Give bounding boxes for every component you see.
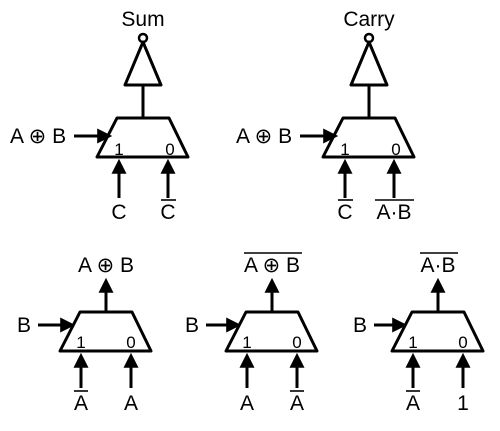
carry-in0-label: A·B (376, 201, 411, 224)
carry-buffer-triangle (349, 40, 389, 87)
xnor-mux-body (224, 310, 319, 353)
sum-mux-body (95, 116, 190, 159)
nand-output-label: A·B (420, 254, 455, 277)
sum-buffer-triangle (123, 40, 163, 87)
sum-pin-1-label: 1 (114, 140, 123, 159)
xor-pin-1-label: 1 (76, 333, 85, 352)
sum-in0-label: C (160, 201, 175, 224)
carry-in1-label: C (337, 201, 352, 224)
sum-title: Sum (121, 8, 164, 31)
sum-mux-circuit: Sum 1 0 A ⊕ B C C (10, 8, 190, 224)
xor-pin-0-label: 0 (126, 333, 135, 352)
xnor-in0-label: A (290, 392, 304, 415)
xor-select-label: B (17, 314, 31, 337)
nand-select-label: B (353, 314, 367, 337)
xor-in0-label: A (124, 392, 138, 415)
carry-pin-0-label: 0 (391, 140, 400, 159)
nand-pin-0-label: 0 (458, 333, 467, 352)
nand-mux-circuit: A·B 1 0 B A 1 (353, 252, 485, 415)
carry-select-label: A ⊕ B (236, 125, 292, 148)
xnor-in1-label: A (240, 392, 254, 415)
sum-select-label: A ⊕ B (10, 125, 66, 148)
xnor-select-label: B (185, 314, 199, 337)
sum-in1-label: C (111, 201, 126, 224)
xnor-pin-0-label: 0 (292, 333, 301, 352)
carry-pin-1-label: 1 (340, 140, 349, 159)
xnor-mux-circuit: A ⊕ B 1 0 B A A (185, 252, 319, 415)
xor-mux-circuit: A ⊕ B 1 0 B A A (17, 254, 153, 415)
xor-mux-body (58, 310, 153, 353)
nand-in0-label: 1 (457, 392, 469, 415)
xor-in1-label: A (74, 392, 88, 415)
carry-mux-circuit: Carry 1 0 A ⊕ B C A·B (236, 8, 416, 224)
xnor-pin-1-label: 1 (242, 333, 251, 352)
xnor-output-label: A ⊕ B (244, 254, 300, 277)
sum-pin-0-label: 0 (165, 140, 174, 159)
nand-mux-body (390, 310, 485, 353)
carry-title: Carry (343, 8, 395, 31)
nand-in1-label: A (406, 392, 420, 415)
nand-pin-1-label: 1 (408, 333, 417, 352)
xor-output-label: A ⊕ B (78, 254, 134, 277)
carry-mux-body (321, 116, 416, 159)
